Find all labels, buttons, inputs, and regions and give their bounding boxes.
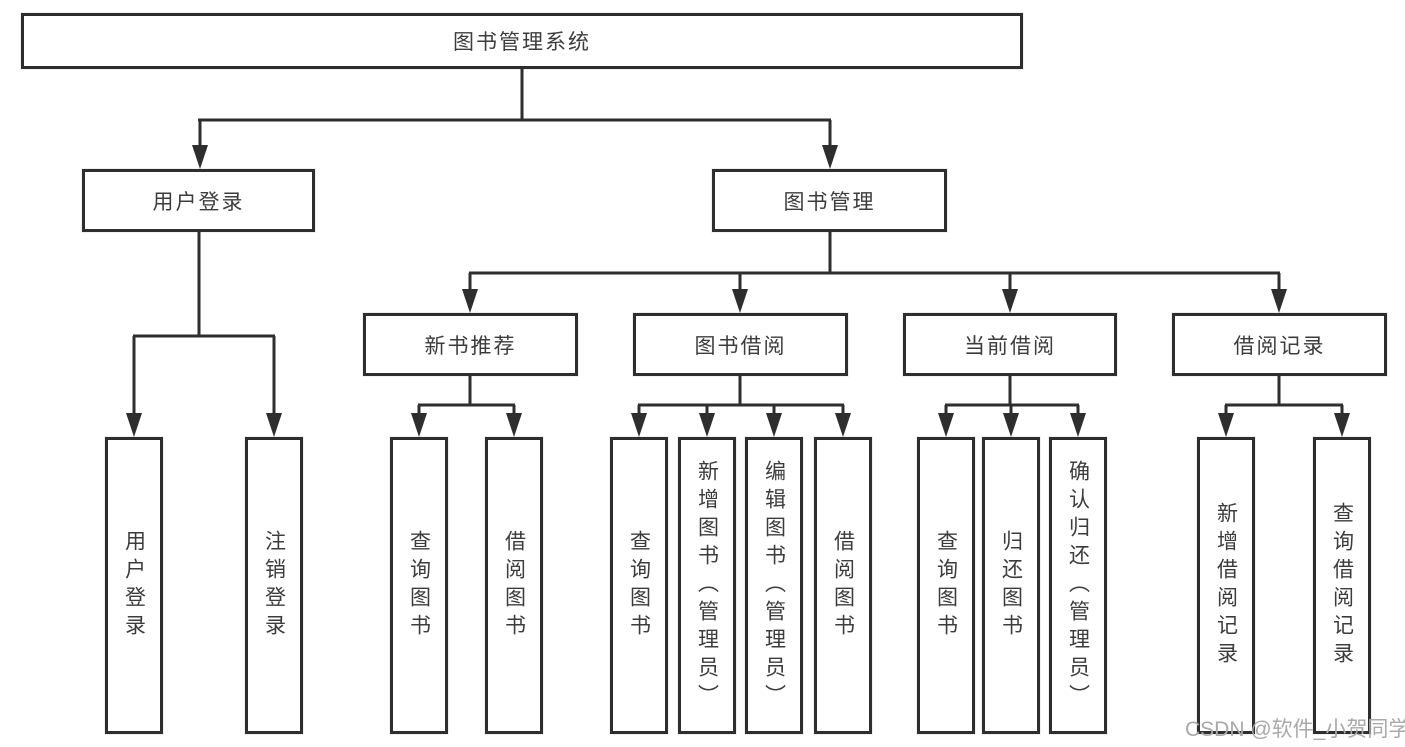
csdn-watermark: CSDN @软件_小贺同学 xyxy=(1185,718,1405,741)
leaf-cb-return-book-label: 归还图书 xyxy=(999,529,1023,642)
node-book-mgmt: 图书管理 xyxy=(712,169,947,232)
node-new-book-rec: 新书推荐 xyxy=(363,313,578,376)
node-user-login-label: 用户登录 xyxy=(152,190,245,214)
node-current-borrow-label: 当前借阅 xyxy=(964,334,1056,358)
connector-root-to-children xyxy=(192,69,838,169)
leaf-bb-borrow-book: 借阅图书 xyxy=(814,437,872,734)
node-book-borrow-label: 图书借阅 xyxy=(694,334,787,358)
leaf-nbr-borrow-book-label: 借阅图书 xyxy=(502,529,526,642)
leaf-nbr-query-book-label: 查询图书 xyxy=(407,529,431,642)
leaf-nbr-borrow-book: 借阅图书 xyxy=(485,437,543,734)
connector-user-login-to-children xyxy=(126,232,282,437)
node-book-borrow: 图书借阅 xyxy=(633,313,848,376)
node-borrow-record: 借阅记录 xyxy=(1172,313,1387,376)
connector-new-book-rec-to-children xyxy=(411,376,522,437)
leaf-br-query-record: 查询借阅记录 xyxy=(1313,437,1371,734)
leaf-cb-query-book: 查询图书 xyxy=(917,437,975,734)
leaf-bb-query-book-label: 查询图书 xyxy=(627,529,651,642)
leaf-user-login-label: 用户登录 xyxy=(122,529,146,642)
node-borrow-record-label: 借阅记录 xyxy=(1233,334,1326,358)
node-root: 图书管理系统 xyxy=(21,13,1023,69)
node-user-login: 用户登录 xyxy=(82,169,315,232)
leaf-bb-add-book: 新增图书（管理员） xyxy=(678,437,736,734)
leaf-logout-label: 注销登录 xyxy=(262,529,286,642)
leaf-bb-query-book: 查询图书 xyxy=(610,437,668,734)
connector-book-borrow-to-children xyxy=(631,376,851,437)
leaf-cb-confirm-return-label: 确认归还（管理员） xyxy=(1066,459,1090,712)
connector-current-borrow-to-children xyxy=(938,376,1086,437)
node-book-mgmt-label: 图书管理 xyxy=(783,190,876,214)
leaf-cb-return-book: 归还图书 xyxy=(982,437,1040,734)
connector-book-mgmt-to-children xyxy=(462,232,1287,313)
leaf-cb-confirm-return: 确认归还（管理员） xyxy=(1049,437,1107,734)
leaf-bb-borrow-book-label: 借阅图书 xyxy=(831,529,855,642)
node-root-label: 图书管理系统 xyxy=(453,31,591,54)
leaf-bb-edit-book: 编辑图书（管理员） xyxy=(745,437,803,734)
leaf-user-login: 用户登录 xyxy=(105,437,163,734)
leaf-br-add-record-label: 新增借阅记录 xyxy=(1214,501,1238,670)
connector-borrow-record-to-children xyxy=(1218,376,1350,437)
leaf-br-add-record: 新增借阅记录 xyxy=(1197,437,1255,734)
leaf-cb-query-book-label: 查询图书 xyxy=(934,529,958,642)
leaf-nbr-query-book: 查询图书 xyxy=(390,437,448,734)
node-new-book-rec-label: 新书推荐 xyxy=(424,334,517,358)
leaf-br-query-record-label: 查询借阅记录 xyxy=(1330,501,1354,670)
leaf-bb-edit-book-label: 编辑图书（管理员） xyxy=(762,459,786,712)
leaf-bb-add-book-label: 新增图书（管理员） xyxy=(695,459,719,712)
node-current-borrow: 当前借阅 xyxy=(903,313,1117,376)
leaf-logout: 注销登录 xyxy=(245,437,303,734)
